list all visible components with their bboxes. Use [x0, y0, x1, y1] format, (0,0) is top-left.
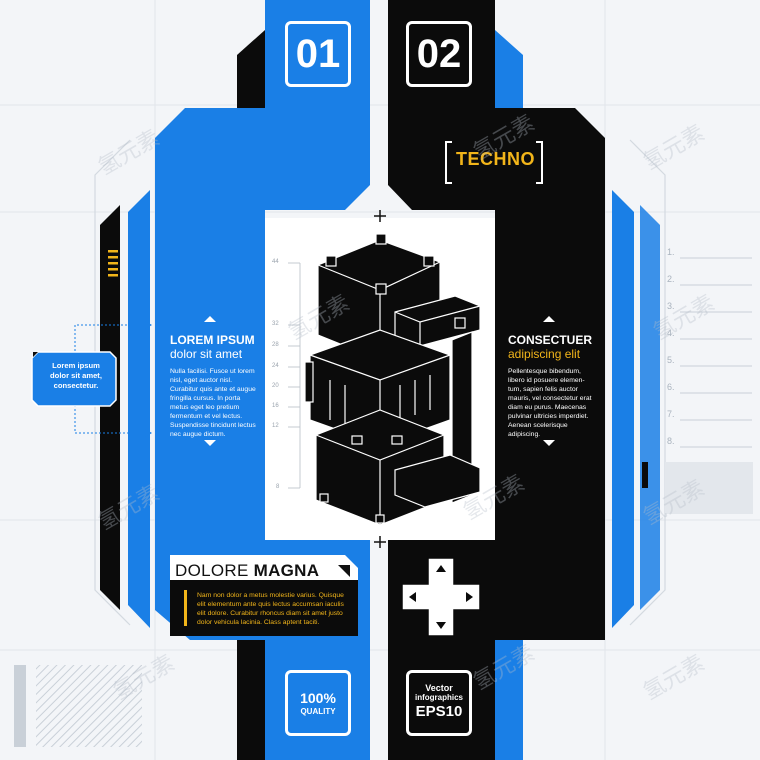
grey-info-box	[665, 462, 753, 514]
left-title: LOREM IPSUM	[170, 333, 255, 347]
scale-label: 16	[272, 403, 279, 409]
black-top-column	[388, 0, 495, 210]
machine-illustration	[304, 233, 481, 526]
callout-text: Lorem ipsum dolor sit amet, consectetur.	[50, 361, 102, 390]
scale-label: 44	[272, 259, 279, 265]
quality-badge: 100% QUALITY	[285, 670, 351, 736]
side-list-number: 1.	[667, 247, 675, 257]
left-black-strip	[100, 205, 120, 610]
side-list-number: 3.	[667, 301, 675, 311]
right-bottom-blue-edge	[495, 640, 523, 760]
right-subtitle: adipiscing elit	[508, 347, 581, 361]
left-text-block: LOREM IPSUM dolor sit amet Nulla facilis…	[170, 333, 256, 439]
side-list-number: 6.	[667, 382, 675, 392]
side-list-number: 8.	[667, 436, 675, 446]
hatched-box	[36, 665, 142, 747]
scale-label: 12	[272, 423, 279, 429]
callout-connectors	[74, 324, 145, 434]
dpad-icon	[401, 557, 481, 637]
right-blue-strip-outer	[640, 205, 660, 610]
right-text-block: CONSECTUER adipiscing elit Pellentesque …	[508, 333, 592, 439]
left-blue-strip	[128, 190, 150, 628]
panel-number-01: 01	[285, 21, 351, 87]
right-blue-strip	[612, 190, 634, 628]
left-body: Nulla facilisi. Fusce ut lorem nisl, ege…	[170, 368, 256, 438]
eps-badge: Vector infographics EPS10	[406, 670, 472, 736]
panel-number-02: 02	[406, 21, 472, 87]
scale-label: 8	[276, 484, 280, 490]
right-black-panel	[495, 108, 605, 545]
scale-label: 28	[272, 342, 279, 348]
side-list-number: 5.	[667, 355, 675, 365]
left-blue-panel	[155, 108, 265, 545]
side-list-number: 2.	[667, 274, 675, 284]
right-top-blue-tab	[495, 30, 523, 110]
scale-label: 32	[272, 321, 279, 327]
callout-box	[31, 351, 117, 407]
dolore-title: DOLORE MAGNA	[175, 561, 320, 580]
techno-label: TECHNO	[456, 149, 535, 169]
techno-brackets	[445, 141, 543, 184]
side-list-number: 7.	[667, 409, 675, 419]
left-subtitle: dolor sit amet	[170, 347, 243, 361]
yellow-indicator-bars	[108, 250, 118, 277]
scale-label: 24	[272, 363, 279, 369]
right-title: CONSECTUER	[508, 333, 593, 347]
right-body: Pellentesque bibendum, libero id posuere…	[508, 368, 592, 438]
dolore-body-box	[170, 580, 358, 636]
scale-label: 20	[272, 383, 279, 389]
plus-marks	[374, 210, 386, 548]
dolore-body: Nam non dolor a metus molestie varius. Q…	[197, 592, 344, 626]
blue-top-column	[265, 0, 370, 210]
scale-ticks	[288, 262, 301, 489]
side-list-lines	[680, 257, 752, 448]
left-top-black-tab	[237, 30, 265, 110]
dolore-title-box	[170, 555, 358, 580]
side-list-number: 4.	[667, 328, 675, 338]
